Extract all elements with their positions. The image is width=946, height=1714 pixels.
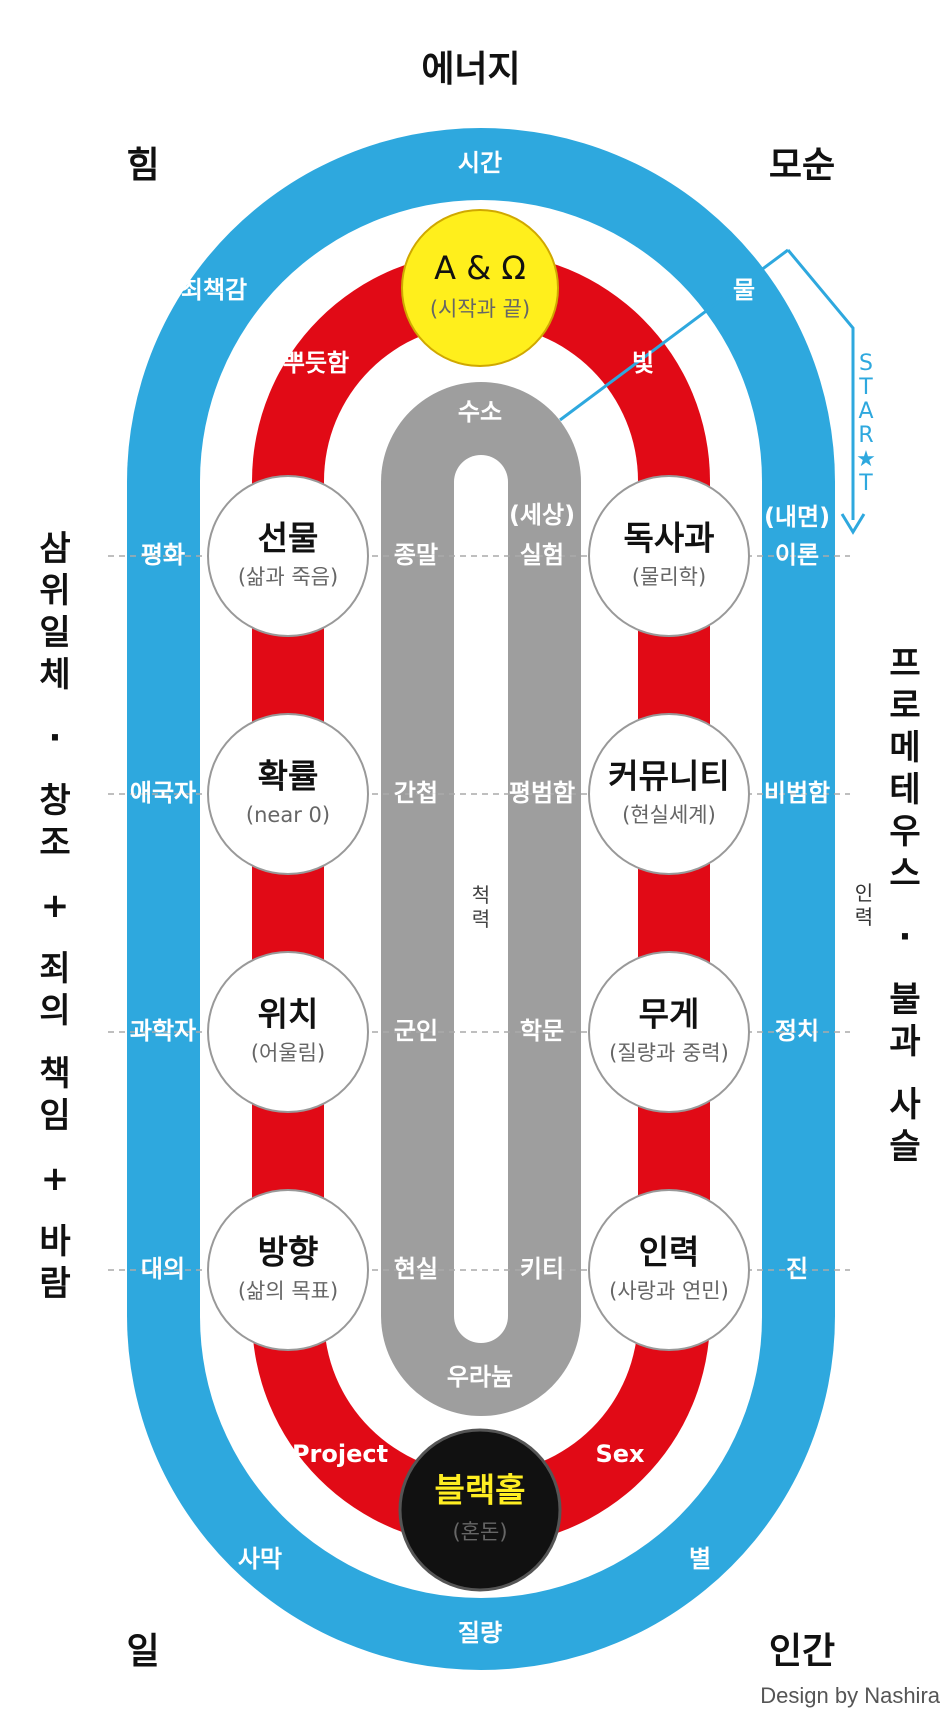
gray-right-label: 실험 bbox=[520, 541, 564, 569]
left-node-sub: (near 0) bbox=[246, 803, 330, 827]
connector-line bbox=[559, 248, 789, 422]
right-node-title: 독사과 bbox=[623, 519, 714, 558]
blue-right-label: (내면) bbox=[764, 503, 830, 531]
red-lower-right-label: Sex bbox=[595, 1440, 645, 1468]
left-node: 방향 (삶의 목표) bbox=[207, 1189, 369, 1351]
red-lower-left-label: Project bbox=[292, 1440, 388, 1468]
right-node-circle bbox=[588, 475, 750, 637]
red-upper-right-label: 빛 bbox=[632, 349, 654, 377]
left-node: 선물 (삶과 죽음) bbox=[207, 475, 369, 637]
start-arrow-path bbox=[786, 249, 855, 520]
right-node: 독사과 (물리학) bbox=[588, 475, 750, 637]
left-node-circle bbox=[207, 951, 369, 1113]
left-node-sub: (삶의 목표) bbox=[238, 1279, 338, 1303]
blue-right-label: 정치 bbox=[775, 1017, 819, 1045]
right-node-title: 커뮤니티 bbox=[608, 757, 729, 796]
gray-bottom-label: 우라늄 bbox=[447, 1363, 513, 1391]
blue-right-label: 이론 bbox=[775, 541, 819, 569]
gray-left-label: 현실 bbox=[394, 1255, 438, 1283]
blue-left-label: 평화 bbox=[141, 541, 185, 569]
blue-top-label: 시간 bbox=[458, 149, 502, 177]
bottom-node: 블랙홀 (혼돈) bbox=[398, 1428, 562, 1592]
right-node-circle bbox=[588, 951, 750, 1113]
bottom-node-sub: (혼돈) bbox=[452, 1520, 507, 1544]
corner-top-left: 힘 bbox=[126, 145, 159, 186]
corner-bottom-right: 인간 bbox=[769, 1631, 835, 1672]
blue-left-label: 과학자 bbox=[130, 1017, 196, 1045]
gray-right-label: 학문 bbox=[520, 1017, 564, 1045]
right-node-circle bbox=[588, 713, 750, 875]
red-upper-left-label: 뿌듯함 bbox=[283, 349, 349, 377]
top-node-circle bbox=[401, 209, 559, 367]
blue-left-label: 애국자 bbox=[130, 779, 196, 807]
gray-left-label: 군인 bbox=[394, 1017, 438, 1045]
blue-upper-right-label: 물 bbox=[733, 276, 755, 304]
left-node-sub: (어울림) bbox=[251, 1041, 325, 1065]
right-node-title: 무게 bbox=[639, 995, 700, 1034]
blue-lower-left-label: 사막 bbox=[238, 1545, 282, 1573]
left-node: 위치 (어울림) bbox=[207, 951, 369, 1113]
gray-right-label: 키티 bbox=[520, 1255, 564, 1283]
left-node-circle bbox=[207, 475, 369, 637]
right-node: 인력 (사랑과 연민) bbox=[588, 1189, 750, 1351]
right-node: 무게 (질량과 중력) bbox=[588, 951, 750, 1113]
top-node-title: A & Ω bbox=[434, 249, 526, 287]
right-node-sub: (사랑과 연민) bbox=[609, 1279, 729, 1303]
left-node-title: 선물 bbox=[258, 519, 319, 558]
left-node: 확률 (near 0) bbox=[207, 713, 369, 875]
gray-right-label: (세상) bbox=[509, 501, 575, 529]
right-node-title: 인력 bbox=[639, 1233, 700, 1272]
gray-left-label: 종말 bbox=[394, 541, 438, 569]
gray-left-label: 간첩 bbox=[394, 779, 438, 807]
right-node: 커뮤니티 (현실세계) bbox=[588, 713, 750, 875]
start-arrow-head bbox=[840, 513, 866, 535]
gray-right-label: 평범함 bbox=[509, 779, 575, 807]
corner-bottom-left: 일 bbox=[126, 1631, 159, 1672]
left-node-title: 방향 bbox=[258, 1233, 319, 1272]
blue-upper-left-label: 죄책감 bbox=[181, 276, 247, 304]
left-node-sub: (삶과 죽음) bbox=[238, 565, 338, 589]
corner-top-right: 모순 bbox=[769, 145, 835, 186]
corner-top: 에너지 bbox=[421, 49, 520, 90]
blue-right-label: 진 bbox=[786, 1255, 808, 1283]
blue-right-label: 비범함 bbox=[764, 779, 830, 807]
left-node-circle bbox=[207, 713, 369, 875]
left-node-title: 확률 bbox=[258, 757, 319, 796]
right-node-sub: (현실세계) bbox=[622, 803, 716, 827]
blue-lower-right-label: 별 bbox=[689, 1545, 711, 1573]
top-node-sub: (시작과 끝) bbox=[430, 297, 530, 321]
left-node-title: 위치 bbox=[258, 995, 319, 1034]
bottom-node-circle bbox=[398, 1428, 562, 1592]
blue-bottom-label: 질량 bbox=[458, 1619, 502, 1647]
gray-loop-inner bbox=[454, 455, 508, 1343]
gray-top-label: 수소 bbox=[458, 398, 502, 426]
left-node-circle bbox=[207, 1189, 369, 1351]
right-node-sub: (물리학) bbox=[632, 565, 706, 589]
blue-left-label: 대의 bbox=[141, 1255, 185, 1283]
credit: Design by Nashira bbox=[760, 1683, 941, 1708]
top-node: A & Ω (시작과 끝) bbox=[401, 209, 559, 367]
right-node-sub: (질량과 중력) bbox=[609, 1041, 729, 1065]
bottom-node-title: 블랙홀 bbox=[434, 1471, 525, 1510]
right-node-circle bbox=[588, 1189, 750, 1351]
